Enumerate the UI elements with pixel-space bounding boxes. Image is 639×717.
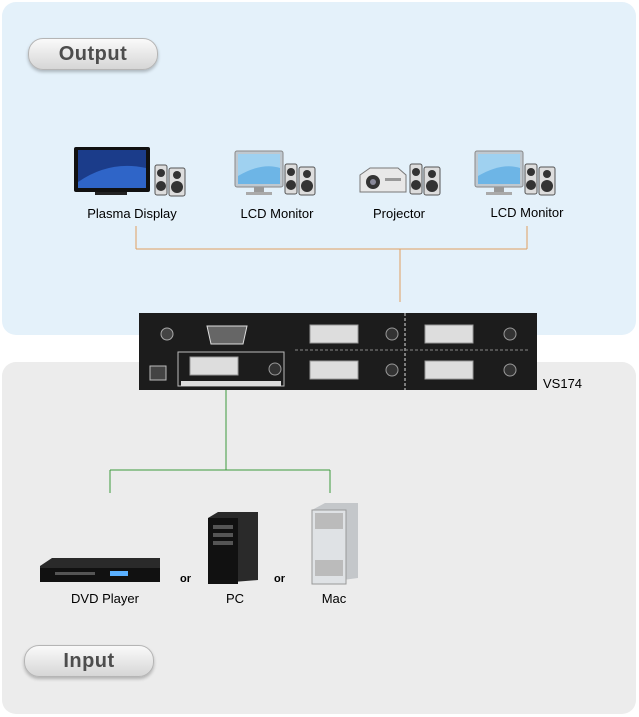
vs174-device <box>139 313 537 390</box>
lcd-monitor-icon <box>474 150 556 196</box>
projector-icon <box>359 163 441 196</box>
device-model-label: VS174 <box>543 376 583 391</box>
plasma-display-icon <box>74 147 186 197</box>
output-connection-lines <box>135 226 528 302</box>
input-title: Input <box>24 645 154 677</box>
or-connector-2: or <box>274 573 285 585</box>
serial-port-icon <box>206 325 248 345</box>
output-label-projector: Projector <box>372 206 426 221</box>
input-label-pc: PC <box>225 591 245 606</box>
pc-tower-icon <box>208 512 258 584</box>
input-label-dvd-player: DVD Player <box>71 591 139 606</box>
input-label-mac: Mac <box>321 591 347 606</box>
dvi-port-icon <box>189 324 474 380</box>
input-connection-lines <box>109 390 331 493</box>
output-label-lcd-monitor-1: LCD Monitor <box>240 206 314 221</box>
dvd-player-icon <box>40 558 160 582</box>
or-connector-1: or <box>180 573 191 585</box>
output-label-plasma-display: Plasma Display <box>87 206 177 221</box>
output-label-lcd-monitor-2: LCD Monitor <box>490 205 564 220</box>
power-port-icon <box>149 327 174 381</box>
lcd-monitor-icon <box>234 150 316 196</box>
mac-pro-icon <box>311 503 358 585</box>
audio-jack-icon <box>268 327 517 377</box>
output-title: Output <box>28 38 158 70</box>
